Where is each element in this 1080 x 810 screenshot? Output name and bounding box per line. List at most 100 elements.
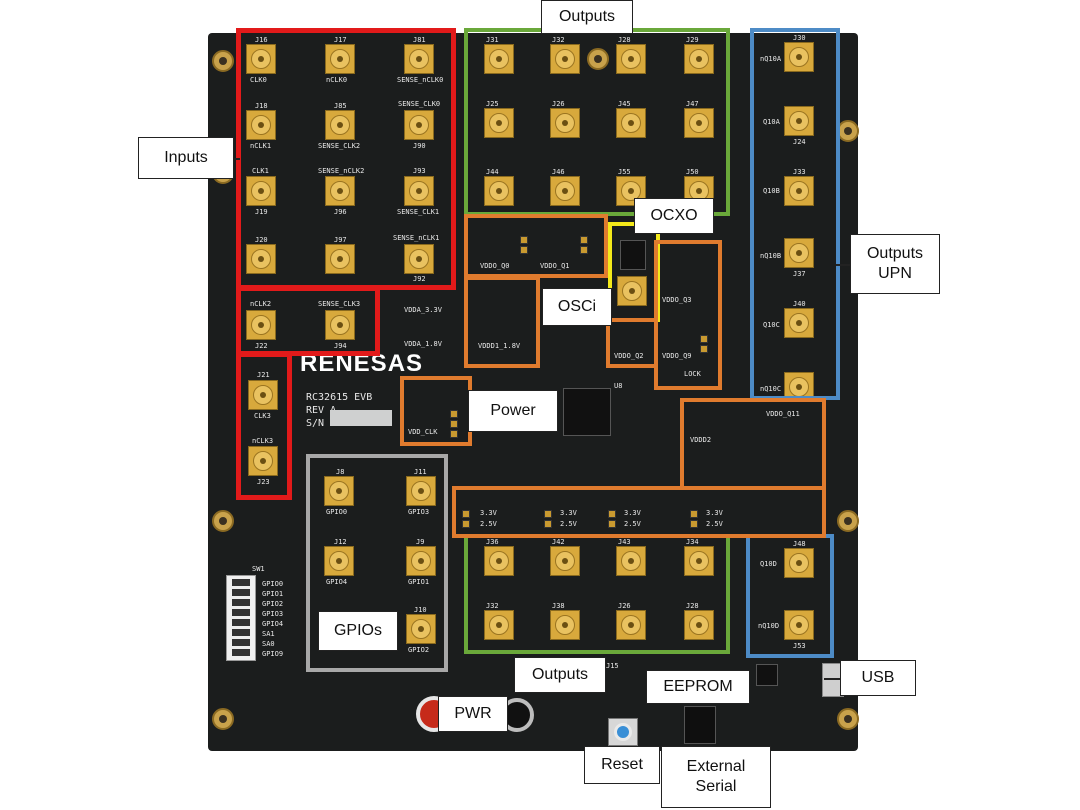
header-pin <box>544 520 552 528</box>
connector-label: CLK1 <box>252 167 269 175</box>
label-gpios: GPIOs <box>318 611 398 651</box>
gpios-zone <box>306 454 448 672</box>
mounting-hole <box>212 510 234 532</box>
connector-ref: J81 <box>413 36 426 44</box>
connector-label: nQ10D <box>758 622 780 630</box>
dip-position-label: GPIO1 <box>262 590 284 598</box>
connector-label: GPIO1 <box>408 578 430 586</box>
dip-position-label: GPIO4 <box>262 620 284 628</box>
sma-connector <box>684 108 714 138</box>
header-pin <box>520 246 528 254</box>
label-inputs: Inputs <box>138 137 234 179</box>
connector-ref: J50 <box>686 168 699 176</box>
lock-label: LOCK <box>684 370 701 378</box>
header-pin <box>690 510 698 518</box>
outputs-zone-top <box>464 28 730 216</box>
mounting-hole <box>587 48 609 70</box>
sma-connector <box>246 44 276 74</box>
connector-ref: J45 <box>618 100 631 108</box>
connector-ref: J18 <box>255 102 268 110</box>
sma-connector <box>550 546 580 576</box>
sma-connector <box>246 244 276 274</box>
vddo-label: VDDO_Q11 <box>766 410 800 418</box>
connector-ref: J19 <box>255 208 268 216</box>
connector-ref: J94 <box>334 342 347 350</box>
connector-ref: J9 <box>416 538 425 546</box>
connector-label: nCLK0 <box>326 76 348 84</box>
connector-ref: J32 <box>486 602 499 610</box>
vddo-label: VDDO_Q2 <box>614 352 644 360</box>
sma-connector <box>684 44 714 74</box>
sma-connector <box>784 42 814 72</box>
connector-ref: J93 <box>413 167 426 175</box>
header-pin <box>700 345 708 353</box>
sma-connector <box>484 108 514 138</box>
voltage-label: 3.3V <box>624 509 641 517</box>
eeprom-ref: J15 <box>606 662 619 670</box>
serial-header <box>684 706 716 744</box>
connector-label: SENSE_CLK1 <box>397 208 440 216</box>
vddo-label: VDDO_Q0 <box>480 262 510 270</box>
sma-connector <box>248 380 278 410</box>
ocxo-zone <box>608 222 660 322</box>
connector-label: SENSE_nCLK2 <box>318 167 365 175</box>
sma-connector <box>406 614 436 644</box>
connector-ref: J38 <box>552 602 565 610</box>
sma-connector <box>684 610 714 640</box>
mounting-hole <box>837 120 859 142</box>
power-zone-vddd1 <box>464 276 540 368</box>
connector-label: GPIO0 <box>326 508 348 516</box>
sma-connector <box>784 176 814 206</box>
label-power: Power <box>468 390 558 432</box>
serial-number-field <box>330 410 392 426</box>
connector-label: Q10B <box>763 187 780 195</box>
connector-ref: J8 <box>336 468 345 476</box>
inputs-zone <box>236 28 456 290</box>
sma-connector <box>550 44 580 74</box>
header-pin <box>544 510 552 518</box>
sma-connector <box>404 44 434 74</box>
connector-ref: J10 <box>414 606 427 614</box>
connector-ref: J28 <box>686 602 699 610</box>
ocxo-module <box>620 240 646 270</box>
eeprom-chip <box>756 664 778 686</box>
serial-number-label: S/N <box>306 418 325 429</box>
header-pin <box>608 510 616 518</box>
connector-label: CLK3 <box>254 412 271 420</box>
sma-connector <box>784 238 814 268</box>
dip-switch-ref: SW1 <box>252 565 265 573</box>
connector-ref: J25 <box>486 100 499 108</box>
voltage-label: 2.5V <box>560 520 577 528</box>
connector-ref: J30 <box>793 34 806 42</box>
dip-position-label: SA1 <box>262 630 275 638</box>
reset-button[interactable] <box>614 723 632 741</box>
header-pin <box>580 246 588 254</box>
header-pin <box>450 410 458 418</box>
inputs-zone-bottom <box>236 352 292 500</box>
connector-label: Q10C <box>763 321 780 329</box>
connector-ref: J55 <box>618 168 631 176</box>
connector-ref: J23 <box>257 478 270 486</box>
label-outputs-top: Outputs <box>541 0 633 34</box>
connector-ref: J40 <box>793 300 806 308</box>
sma-connector <box>784 308 814 338</box>
connector-ref: J44 <box>486 168 499 176</box>
connector-ref: J85 <box>334 102 347 110</box>
sma-connector <box>617 276 647 306</box>
vddd-label: VDDD1_1.8V <box>478 342 521 350</box>
header-pin <box>462 520 470 528</box>
connector-label: nCLK1 <box>250 142 272 150</box>
mounting-hole <box>212 708 234 730</box>
dip-switch[interactable] <box>226 575 256 661</box>
header-pin <box>580 236 588 244</box>
header-pin <box>450 430 458 438</box>
leader-line <box>824 678 840 680</box>
reset-switch-body <box>608 718 638 746</box>
label-outputs-bottom: Outputs <box>514 657 606 693</box>
sma-connector <box>616 44 646 74</box>
vddd-label: VDDD2 <box>690 436 712 444</box>
sma-connector <box>246 110 276 140</box>
connector-label: nQ10C <box>760 385 782 393</box>
sma-connector <box>325 310 355 340</box>
